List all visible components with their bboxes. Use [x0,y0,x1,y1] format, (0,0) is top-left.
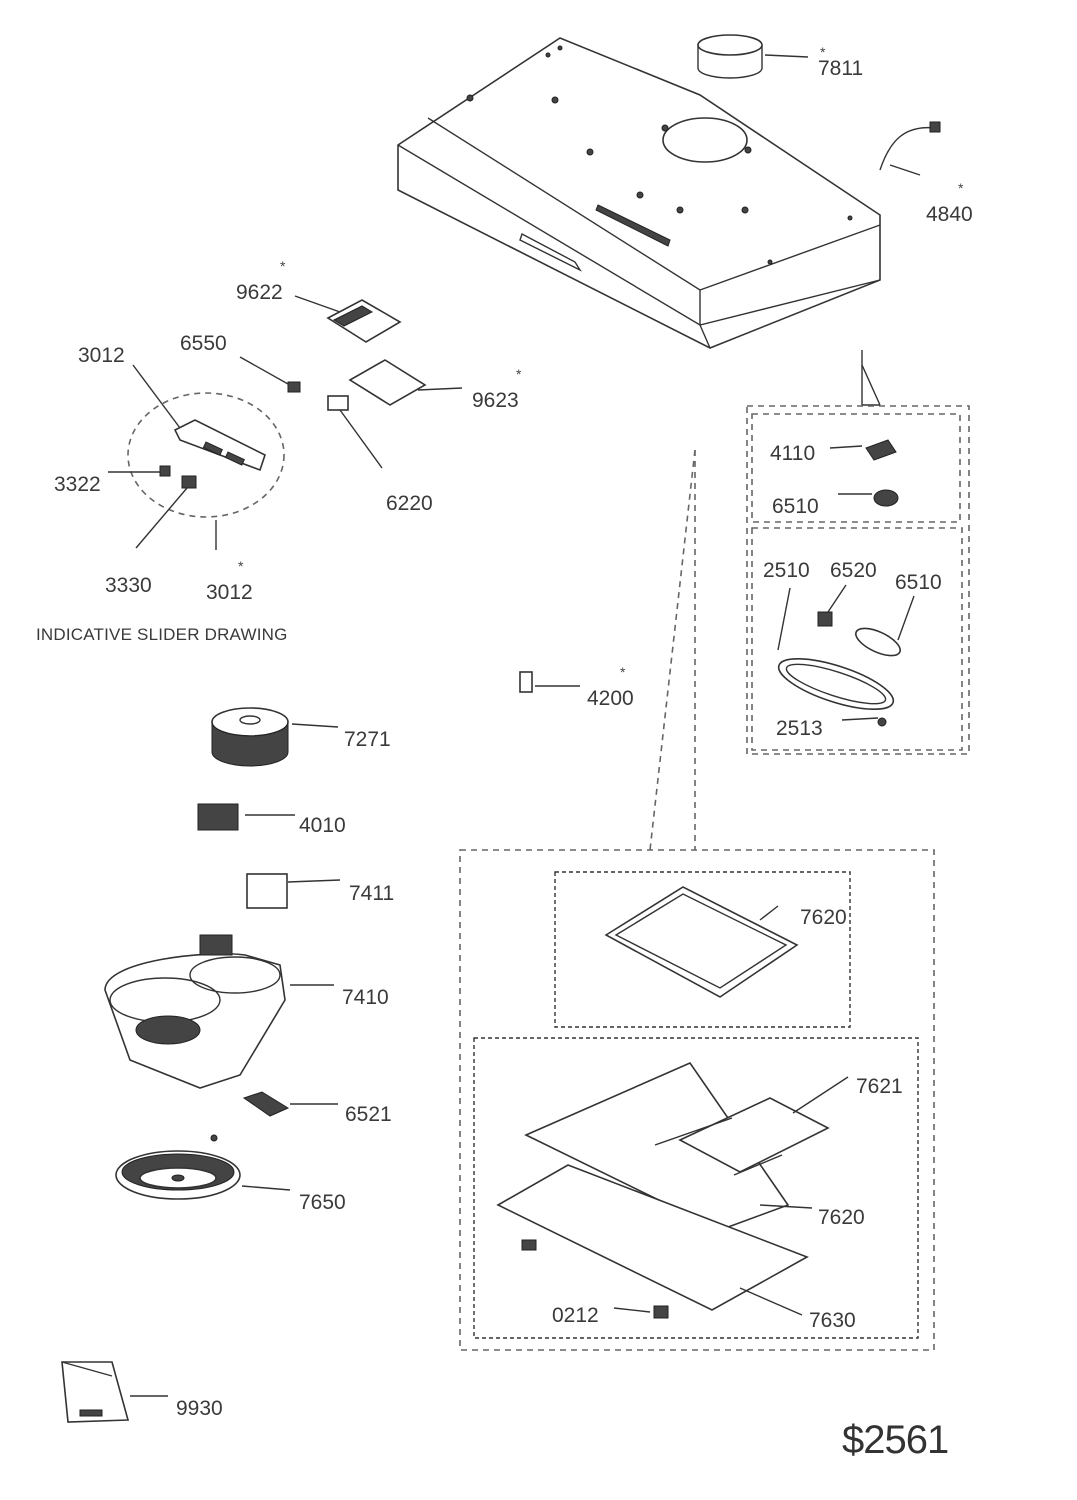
part-9622 [294,295,402,343]
asterisk-mark: * [820,44,826,60]
part-7271 [211,707,339,767]
label-3012-lower: 3012 [206,581,253,604]
label-7620-lower: 7620 [818,1206,865,1229]
label-3322: 3322 [54,473,101,496]
label-4010: 4010 [299,814,346,837]
part-9930 [61,1361,168,1423]
label-2513: 2513 [776,717,823,740]
label-6521: 6521 [345,1103,392,1126]
bulb-box [746,405,970,755]
cable-4840 [879,121,941,176]
label-7410: 7410 [342,986,389,1009]
bulb-box-leader [861,350,881,406]
label-7620: 7620 [800,906,847,929]
label-7411: 7411 [349,882,395,905]
asterisk-mark: * [280,258,286,274]
slider-detail [108,364,285,550]
label-4110: 4110 [770,442,816,465]
label-6220: 6220 [386,492,433,515]
label-9622: 9622 [236,281,283,304]
label-7630: 7630 [809,1309,856,1332]
label-7621: 7621 [856,1075,903,1098]
part-9623 [348,359,463,406]
asterisk-mark: * [620,664,626,680]
label-9930: 9930 [176,1397,223,1420]
filter-box-leader [649,449,696,851]
label-6520: 6520 [830,559,877,582]
collar-7811 [697,34,809,79]
slider-note: INDICATIVE SLIDER DRAWING [36,625,288,644]
label-4840: 4840 [926,203,973,226]
label-3012: 3012 [78,344,125,367]
label-7271: 7271 [344,728,391,751]
label-7650: 7650 [299,1191,346,1214]
asterisk-mark: * [238,558,244,574]
label-6550: 6550 [180,332,227,355]
part-6521 [242,1091,338,1117]
model-code: $2561 [842,1418,949,1462]
label-7811: 7811 [818,57,864,80]
asterisk-mark: * [958,180,964,196]
label-2510: 2510 [763,559,810,582]
asterisk-mark: * [516,366,522,382]
label-6510: 6510 [772,495,819,518]
hood-body [397,37,881,349]
label-0212: 0212 [552,1304,599,1327]
parts-6550-6220 [239,356,383,469]
label-4200: 4200 [587,687,634,710]
part-4010 [197,803,295,831]
part-7411 [246,873,341,909]
part-4200 [519,671,580,693]
label-6510-bulb: 6510 [895,571,942,594]
part-7410 [104,934,334,1089]
part-7650 [115,1134,291,1200]
label-9623: 9623 [472,389,519,412]
filter-box [459,849,935,1351]
label-3330: 3330 [105,574,152,597]
